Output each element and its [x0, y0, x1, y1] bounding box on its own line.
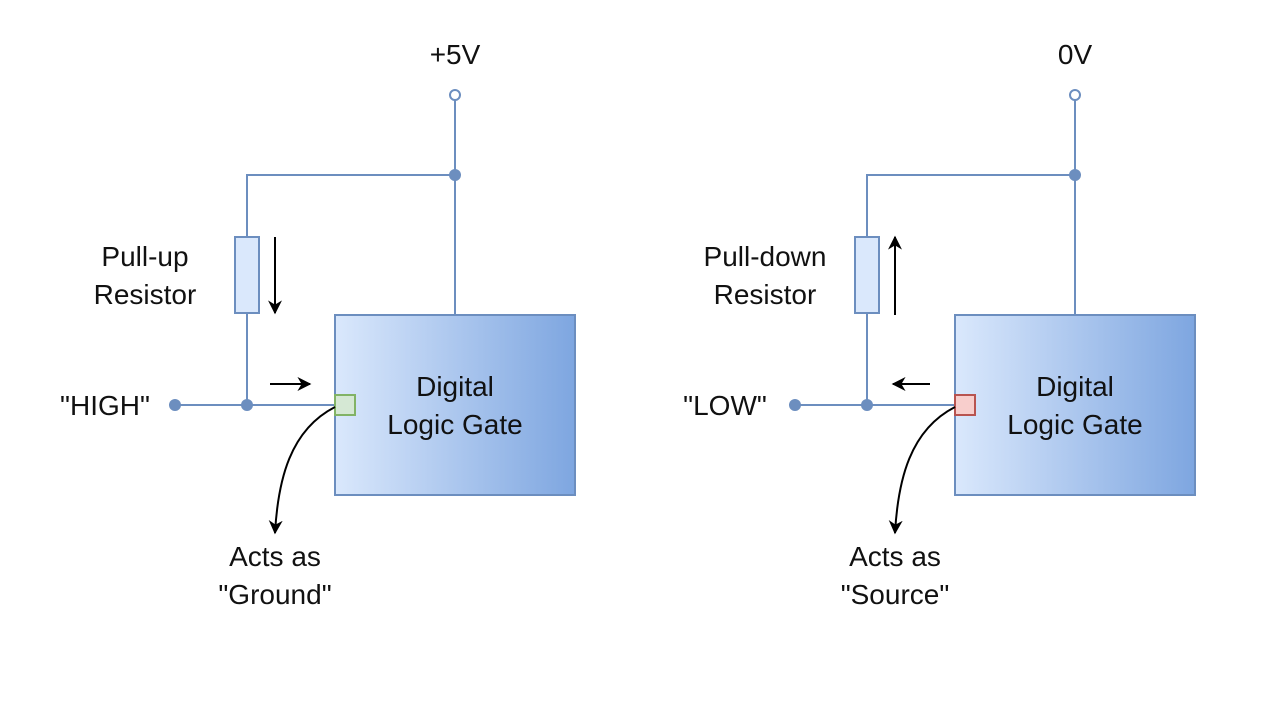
gate-label-line2: Logic Gate — [1007, 409, 1142, 440]
wires — [175, 100, 456, 406]
gate-label-line1: Digital — [416, 371, 494, 402]
curved-arrow-icon — [888, 406, 956, 535]
acts-as-label-line2: "Source" — [841, 579, 950, 610]
supply-label-0v: 0V — [1058, 39, 1093, 70]
junction-dot — [241, 399, 253, 411]
pull-down-resistor — [854, 236, 880, 314]
curved-arrow-icon — [268, 406, 336, 535]
right-circuit: 0V Pull-down Resistor Digital Logic Gate… — [683, 39, 1196, 610]
logic-gate — [334, 314, 576, 496]
left-circuit: +5V Pull-up Resistor Digital Logic Gate … — [60, 39, 576, 610]
supply-terminal — [449, 89, 461, 101]
wires — [795, 100, 1076, 406]
junction-dot — [449, 169, 461, 181]
input-terminal — [789, 399, 801, 411]
resistor-label-line1: Pull-down — [704, 241, 827, 272]
input-label-low: "LOW" — [683, 390, 767, 421]
input-pin-high — [334, 394, 356, 416]
supply-terminal — [1069, 89, 1081, 101]
junction-dot — [861, 399, 873, 411]
gate-label-line1: Digital — [1036, 371, 1114, 402]
acts-as-label-line1: Acts as — [229, 541, 321, 572]
logic-gate — [954, 314, 1196, 496]
resistor-label-line1: Pull-up — [101, 241, 188, 272]
input-pin-low — [954, 394, 976, 416]
acts-as-label-line1: Acts as — [849, 541, 941, 572]
gate-label-line2: Logic Gate — [387, 409, 522, 440]
resistor-top-wire — [866, 174, 1075, 237]
acts-as-label-line2: "Ground" — [218, 579, 331, 610]
input-label-high: "HIGH" — [60, 390, 150, 421]
pull-up-resistor — [234, 236, 260, 314]
resistor-top-wire — [246, 174, 455, 237]
junction-dot — [1069, 169, 1081, 181]
resistor-label-line2: Resistor — [94, 279, 197, 310]
input-terminal — [169, 399, 181, 411]
supply-label-5v: +5V — [430, 39, 481, 70]
resistor-label-line2: Resistor — [714, 279, 817, 310]
